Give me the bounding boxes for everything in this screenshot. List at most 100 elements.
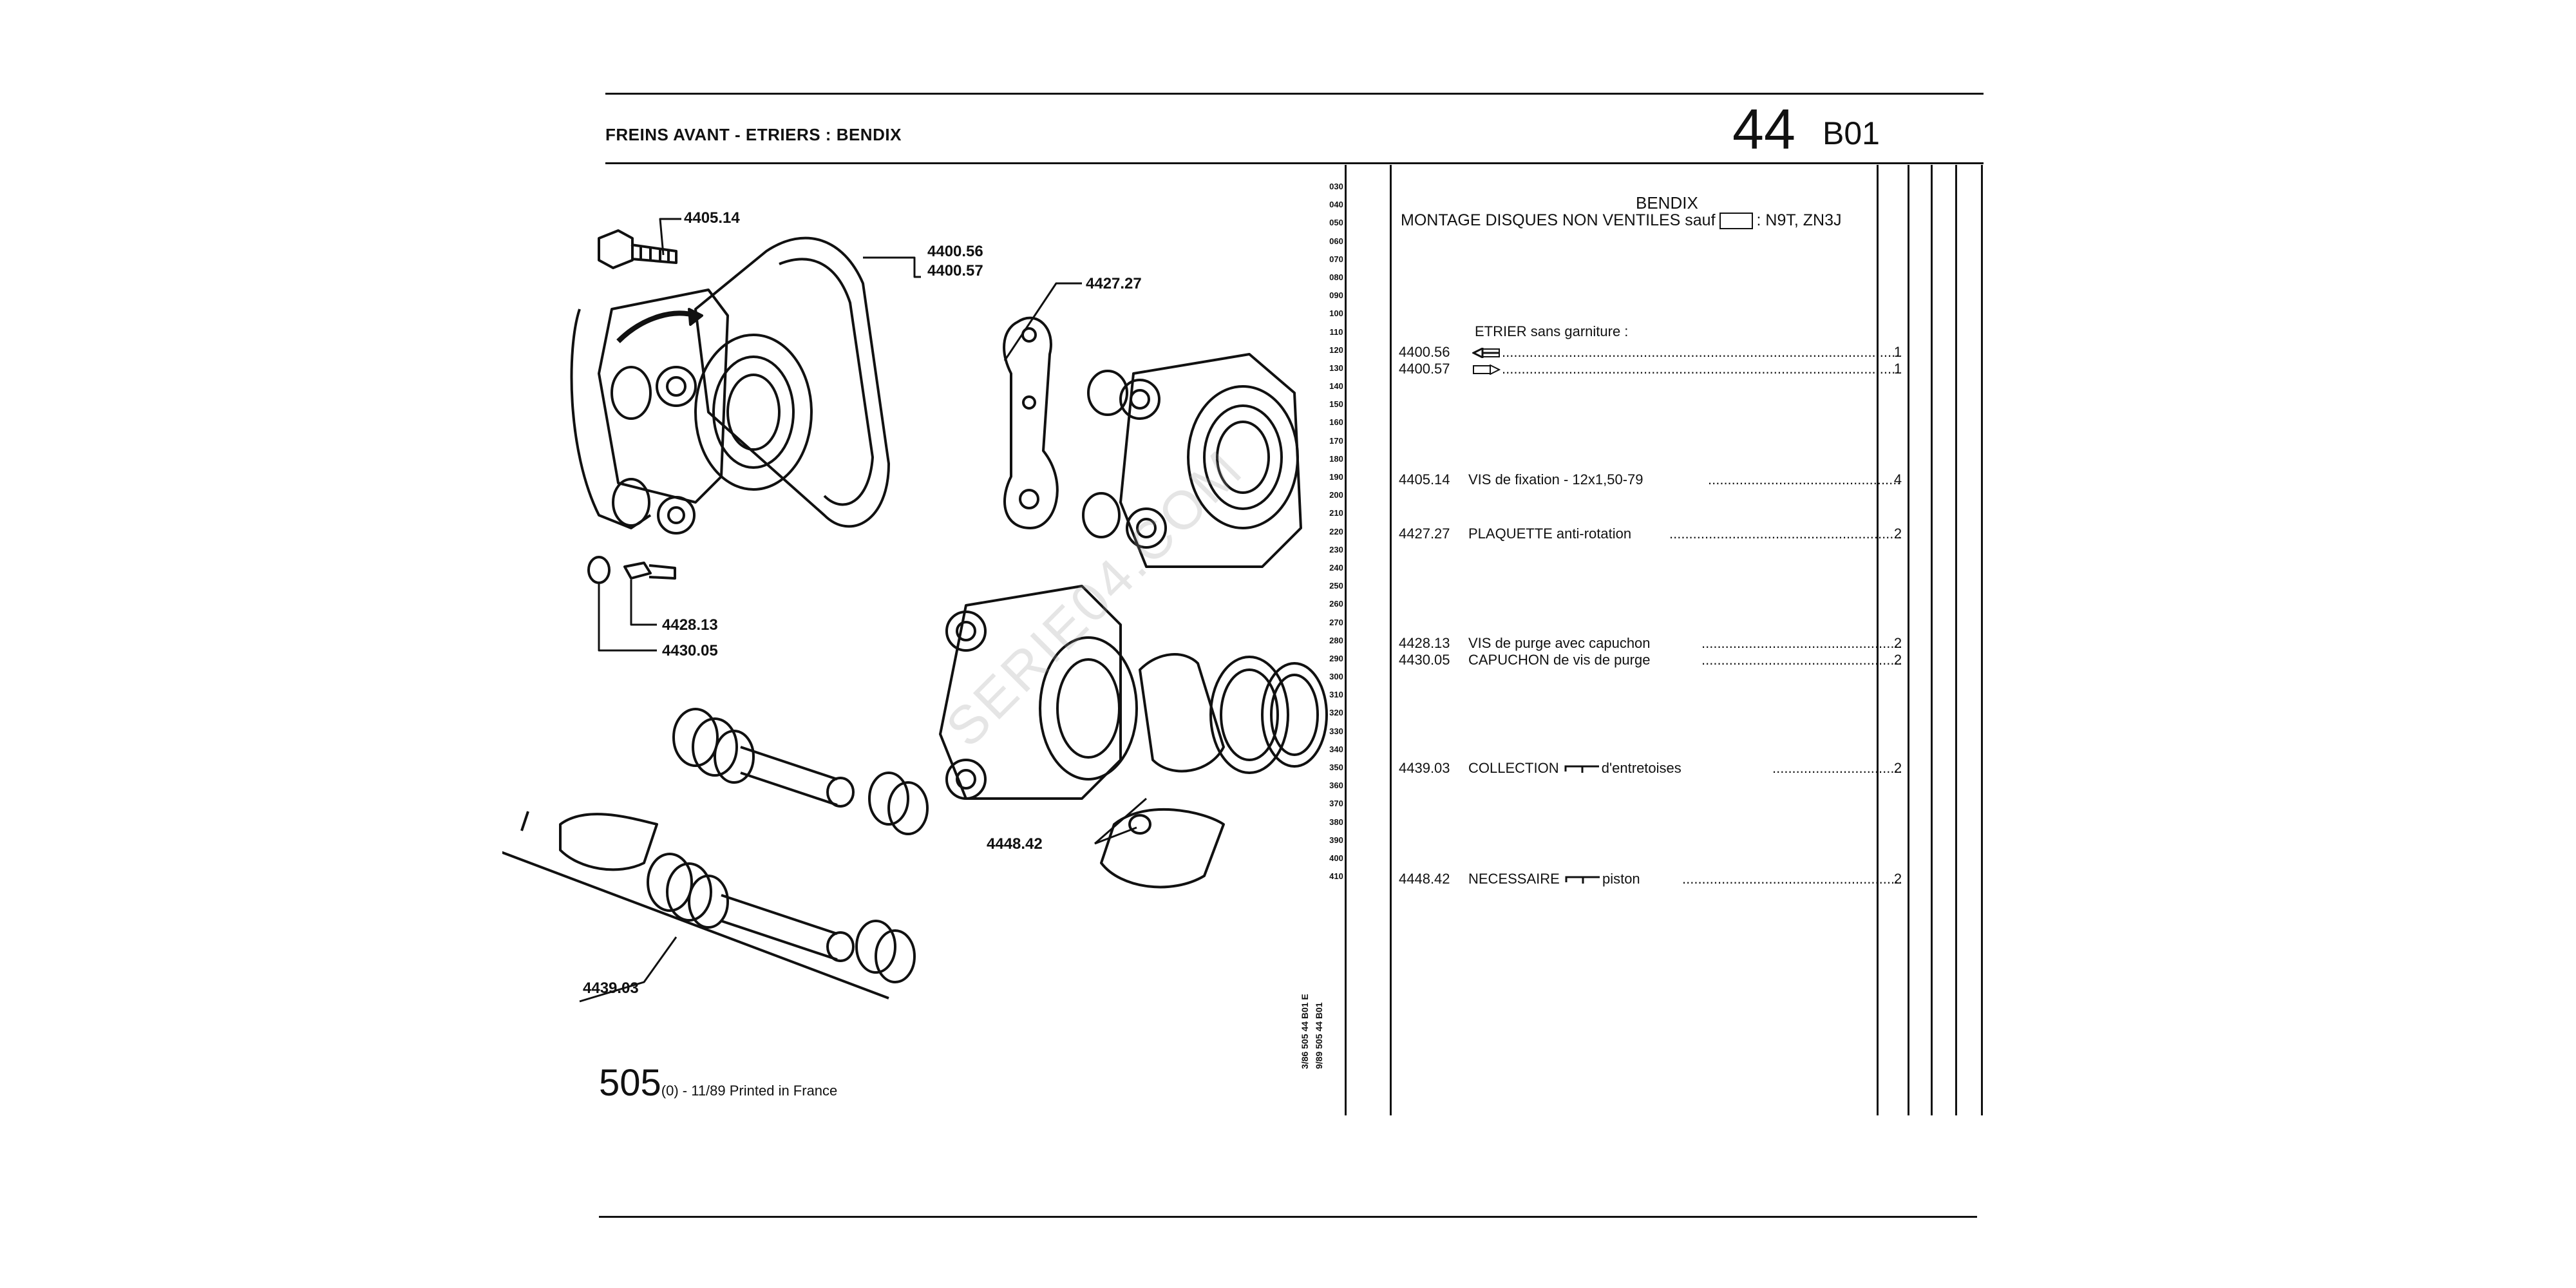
scale-tick: 240 — [1329, 562, 1343, 573]
list-item: 4400.56 ................................… — [1399, 344, 1901, 361]
callout-4430-05: 4430.05 — [662, 642, 718, 659]
leader-lines — [579, 218, 1147, 1003]
scale-tick: 350 — [1329, 762, 1343, 772]
part-qty: 2 — [1893, 526, 1902, 542]
page-title: FREINS AVANT - ETRIERS : BENDIX — [605, 125, 902, 144]
scale-tick: 030 — [1329, 182, 1343, 191]
scale-tick: 250 — [1329, 581, 1343, 591]
list-divider — [1390, 165, 1392, 1115]
vehicle-type-icon — [1719, 213, 1753, 230]
scale-tick: 310 — [1329, 690, 1343, 700]
scale-tick: 190 — [1329, 472, 1343, 482]
fixing-bolt-drawing — [598, 229, 677, 269]
mounting-note: MONTAGE DISQUES NON VENTILES sauf: N9T, … — [1401, 211, 1842, 230]
scale-tick: 330 — [1329, 726, 1343, 736]
part-ref: 4405.14 — [1399, 471, 1450, 488]
list-item: 4430.05 CAPUCHON de vis de purge ........… — [1399, 652, 1901, 668]
leader-dots: ........................................… — [1669, 526, 1901, 542]
edition-code-1: 3/86 505 44 B01 E — [1300, 994, 1310, 1069]
part-desc: CAPUCHON de vis de purge — [1468, 652, 1651, 668]
scale-tick: 340 — [1329, 744, 1343, 754]
model-number: 505 — [599, 1062, 661, 1104]
scale-tick: 040 — [1329, 200, 1343, 210]
leader-dots: ........................................… — [1502, 344, 1901, 360]
part-ref: 4427.27 — [1399, 526, 1450, 542]
part-ref: 4439.03 — [1399, 760, 1450, 776]
qty-column-left — [1877, 165, 1879, 1115]
column-rule-3 — [1981, 165, 1983, 1115]
page-number: 44 — [1732, 97, 1795, 161]
part-ref: 4430.05 — [1399, 652, 1450, 668]
caliper-bracket-drawing — [570, 236, 890, 535]
scale-tick: 130 — [1329, 363, 1343, 373]
list-item: 4400.57 ................................… — [1399, 361, 1901, 377]
part-qty: 2 — [1893, 635, 1902, 651]
scale-tick: 370 — [1329, 799, 1343, 809]
tee-bracket-icon — [1564, 765, 1599, 773]
caliper-subheading: ETRIER sans garniture : — [1475, 323, 1629, 339]
scale-tick: 300 — [1329, 672, 1343, 682]
leader-dots: ........................................… — [1701, 635, 1901, 651]
leader-dots: ........................................… — [1708, 471, 1901, 488]
callout-4439-03: 4439.03 — [583, 980, 639, 997]
scale-tick: 260 — [1329, 599, 1343, 609]
scale-tick: 270 — [1329, 617, 1343, 627]
maker-heading: BENDIX — [1636, 193, 1698, 213]
callout-4448-42: 4448.42 — [987, 835, 1043, 853]
mounting-text: MONTAGE DISQUES NON VENTILES sauf — [1401, 211, 1716, 229]
scale-tick: 120 — [1329, 345, 1343, 355]
leader-dots: ........................................… — [1701, 652, 1901, 668]
callout-4427-27: 4427.27 — [1086, 275, 1142, 292]
scale-tick: 050 — [1329, 218, 1343, 228]
scale-tick: 060 — [1329, 236, 1343, 246]
part-qty: 1 — [1893, 361, 1902, 377]
scale-tick: 140 — [1329, 381, 1343, 392]
part-qty: 1 — [1893, 344, 1902, 360]
part-qty: 2 — [1893, 760, 1902, 776]
list-item: 4448.42 NECESSAIRE piston ...............… — [1399, 871, 1901, 887]
scale-tick: 090 — [1329, 290, 1343, 301]
scale-tick: 100 — [1329, 308, 1343, 319]
column-rule-2 — [1955, 165, 1957, 1115]
scale-tick: 160 — [1329, 417, 1343, 428]
part-desc: VIS de fixation - 12x1,50-79 — [1468, 471, 1643, 488]
scale-tick: 070 — [1329, 254, 1343, 264]
bleed-screw-drawing — [587, 556, 676, 584]
edition-code-2: 9/89 505 44 B01 — [1314, 1002, 1324, 1069]
bottom-rule — [599, 1216, 1977, 1218]
list-item: 4405.14 VIS de fixation - 12x1,50-79 ....… — [1399, 471, 1901, 488]
scale-tick: 110 — [1329, 327, 1343, 337]
callout-4405-14: 4405.14 — [684, 209, 740, 227]
leader-dots: ........................................… — [1682, 871, 1901, 887]
scale-tick: 320 — [1329, 708, 1343, 718]
lower-caliper-drawing — [939, 585, 1328, 800]
part-ref: 4448.42 — [1399, 871, 1450, 887]
left-arrow-icon — [1472, 348, 1501, 359]
leader-dots: ........................................… — [1502, 361, 1901, 377]
scale-tick: 220 — [1329, 526, 1343, 536]
part-qty: 2 — [1893, 871, 1902, 887]
scale-tick: 360 — [1329, 781, 1343, 791]
part-desc-2: d'entretoises — [1601, 760, 1681, 776]
upper-caliper-drawing — [1082, 353, 1302, 568]
callout-4428-13: 4428.13 — [662, 616, 718, 634]
part-ref: 4400.57 — [1399, 361, 1450, 377]
leader-dots: ........................................… — [1772, 760, 1901, 776]
part-ref: 4400.56 — [1399, 344, 1450, 360]
scale-tick: 290 — [1329, 653, 1343, 663]
scale-tick: 150 — [1329, 399, 1343, 410]
caliper-exploded-diagram: 4405.14 4400.56 4400.57 4427.27 4428.13 … — [502, 209, 1328, 1003]
scale-tick: 390 — [1329, 835, 1343, 845]
scale-tick: 180 — [1329, 453, 1343, 464]
anti-rotation-plate-drawing — [1003, 316, 1059, 529]
section-code: B01 — [1823, 115, 1880, 151]
top-rule — [605, 93, 1984, 95]
part-desc-2: piston — [1602, 871, 1640, 887]
scale-tick: 200 — [1329, 490, 1343, 500]
part-desc: NECESSAIRE — [1468, 871, 1560, 887]
spacer-set-drawing — [647, 708, 929, 983]
part-qty: 4 — [1893, 471, 1902, 488]
